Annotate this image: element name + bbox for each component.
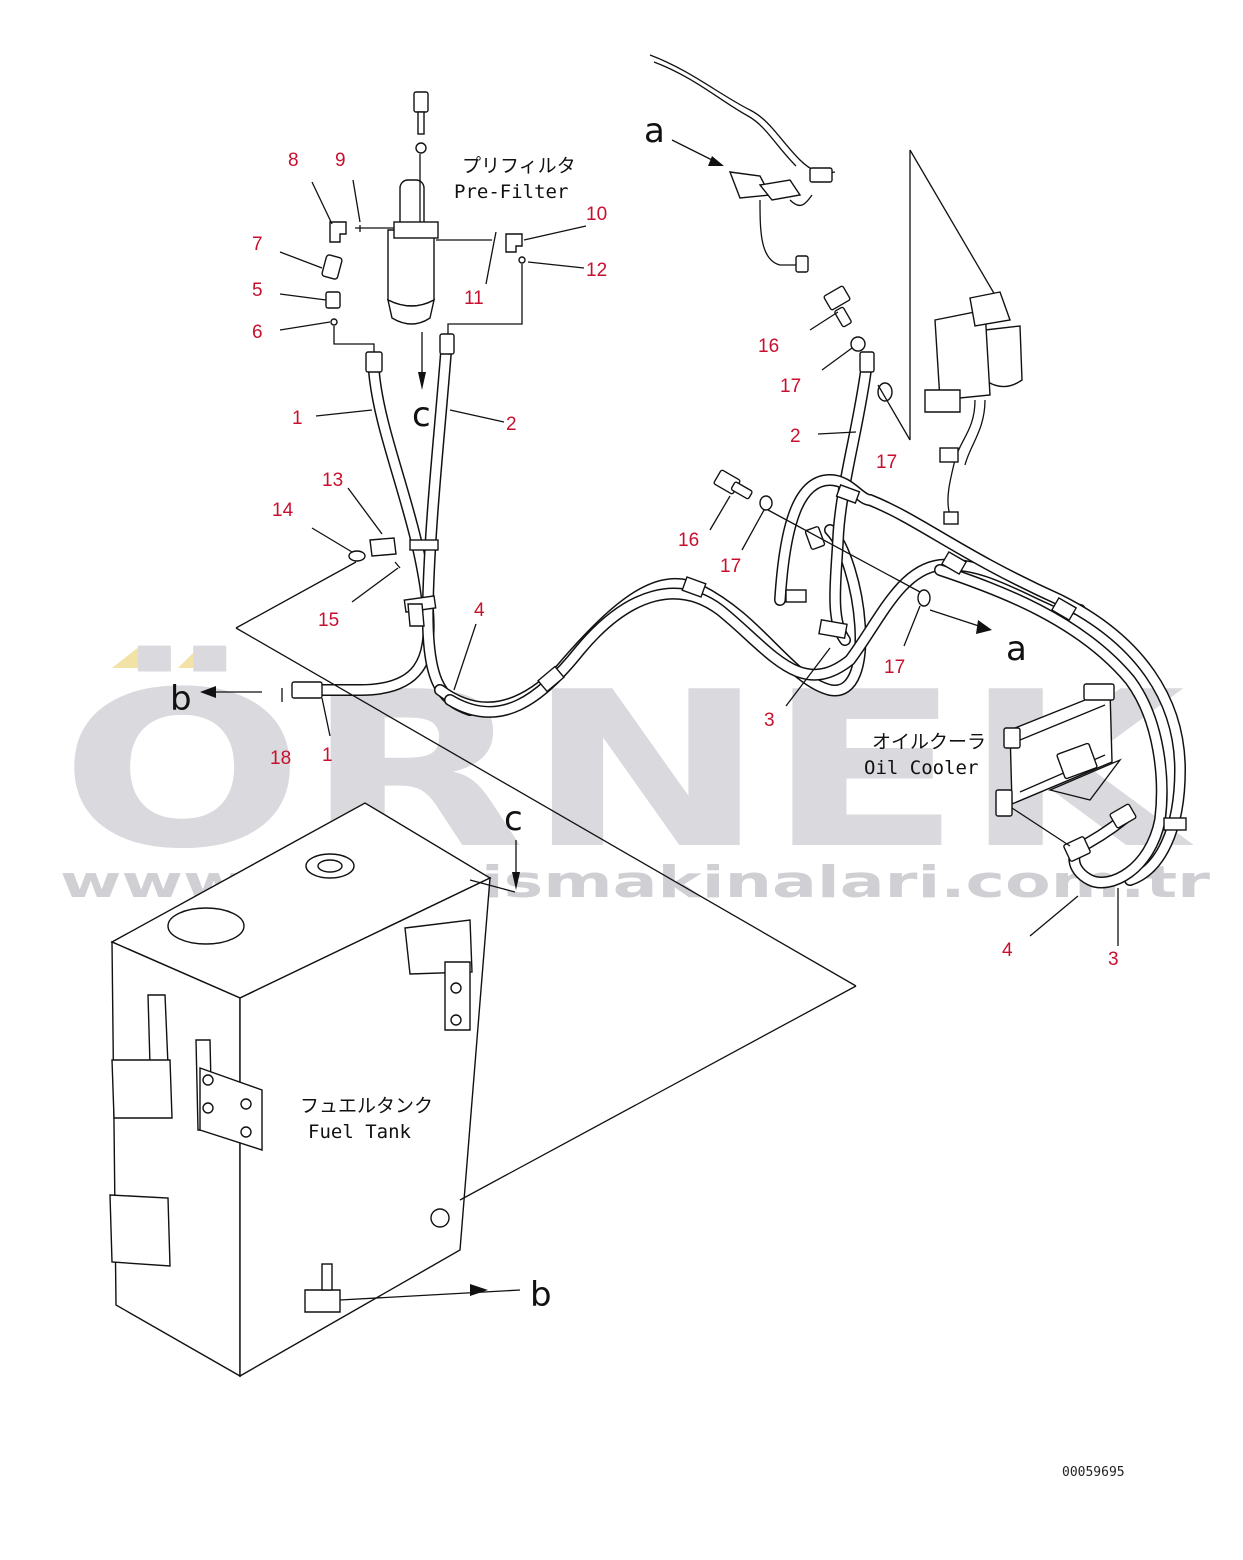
ref-letter-c-tank: c: [504, 799, 523, 839]
ref-letter-c-prefilter: c: [412, 395, 431, 435]
callout-3: 3: [764, 710, 775, 731]
fueltank-label-en: Fuel Tank: [308, 1121, 412, 1143]
callout-16: 16: [758, 336, 779, 357]
callout-14: 14: [272, 500, 294, 521]
callout-10: 10: [586, 204, 607, 225]
callout-12: 12: [586, 260, 607, 281]
mounted-filter: [924, 291, 1023, 525]
callout-17: 17: [884, 657, 905, 678]
diagram-code: 00059695: [1062, 1465, 1125, 1480]
callout-2: 2: [790, 426, 801, 447]
pre-filter: [321, 91, 526, 390]
callout-15: 15: [318, 610, 339, 631]
callout-9: 9: [335, 150, 346, 171]
callout-17: 17: [780, 376, 801, 397]
oilcooler-label-en: Oil Cooler: [864, 757, 978, 779]
callout-1: 1: [292, 408, 303, 429]
callout-5: 5: [252, 280, 263, 301]
callout-11: 11: [464, 288, 484, 309]
oil-cooler: [995, 683, 1122, 847]
ref-letter-a-top: a: [644, 111, 665, 151]
ref-letter-b-left: b: [170, 679, 192, 719]
middle-fittings: [713, 469, 992, 634]
leader-lines: [200, 179, 1119, 1201]
callout-8: 8: [288, 150, 299, 171]
watermark-umlaut-left: [112, 646, 168, 668]
callout-18: 18: [270, 748, 291, 769]
callout-13: 13: [322, 470, 343, 491]
callout-17: 17: [876, 452, 897, 473]
callout-16: 16: [678, 530, 699, 551]
prefilter-label-jp: プリフィルタ: [462, 155, 576, 177]
callout-2: 2: [506, 414, 517, 435]
oilcooler-label-jp: オイルクーラ: [872, 731, 986, 753]
callout-1: 1: [322, 745, 333, 766]
ref-letter-b-tank: b: [530, 1275, 552, 1315]
callout-numbers: 1 1 2 2 3 3 4 4 5 6 7 8 9 10 11 12 13 14…: [252, 150, 1119, 970]
upper-right-detail: [649, 54, 996, 441]
left-fittings: [348, 537, 425, 627]
callout-17: 17: [720, 556, 741, 577]
ref-letter-a-right: a: [1006, 629, 1027, 669]
callout-6: 6: [252, 322, 263, 343]
callout-3: 3: [1108, 949, 1119, 970]
callout-7: 7: [252, 234, 263, 255]
callout-4: 4: [474, 600, 485, 621]
fuel-tank: [109, 802, 521, 1378]
watermark-umlaut-right: [178, 646, 220, 668]
prefilter-label-en: Pre-Filter: [454, 181, 568, 203]
callout-4: 4: [1002, 940, 1013, 961]
fueltank-label-jp: フュエルタンク: [300, 1095, 433, 1117]
hose-assembly: [291, 333, 1187, 889]
